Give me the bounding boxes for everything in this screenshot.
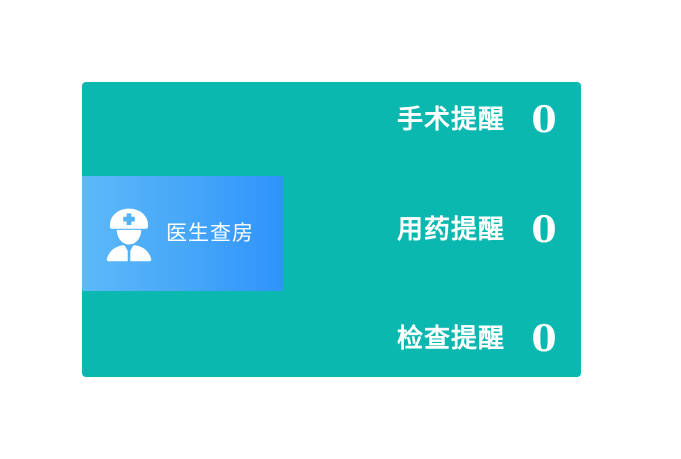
reminder-count: 0 <box>531 318 557 360</box>
reminder-row-medication[interactable]: 用药提醒 0 <box>331 204 557 256</box>
doctor-icon <box>100 205 158 263</box>
ward-round-card[interactable]: 医生查房 <box>82 176 283 291</box>
reminder-count: 0 <box>531 208 557 251</box>
ward-round-label: 医生查房 <box>166 221 254 245</box>
reminder-count: 0 <box>531 99 557 141</box>
reminder-label: 检查提醒 <box>396 324 505 354</box>
reminder-label: 手术提醒 <box>396 105 505 135</box>
reminder-panel: 医生查房 手术提醒 0 用药提醒 0 检查提醒 0 <box>82 82 581 377</box>
reminder-row-examination[interactable]: 检查提醒 0 <box>331 313 557 365</box>
reminder-list: 手术提醒 0 用药提醒 0 检查提醒 0 <box>331 82 581 377</box>
reminder-label: 用药提醒 <box>396 214 505 245</box>
reminder-row-surgery[interactable]: 手术提醒 0 <box>331 94 557 146</box>
